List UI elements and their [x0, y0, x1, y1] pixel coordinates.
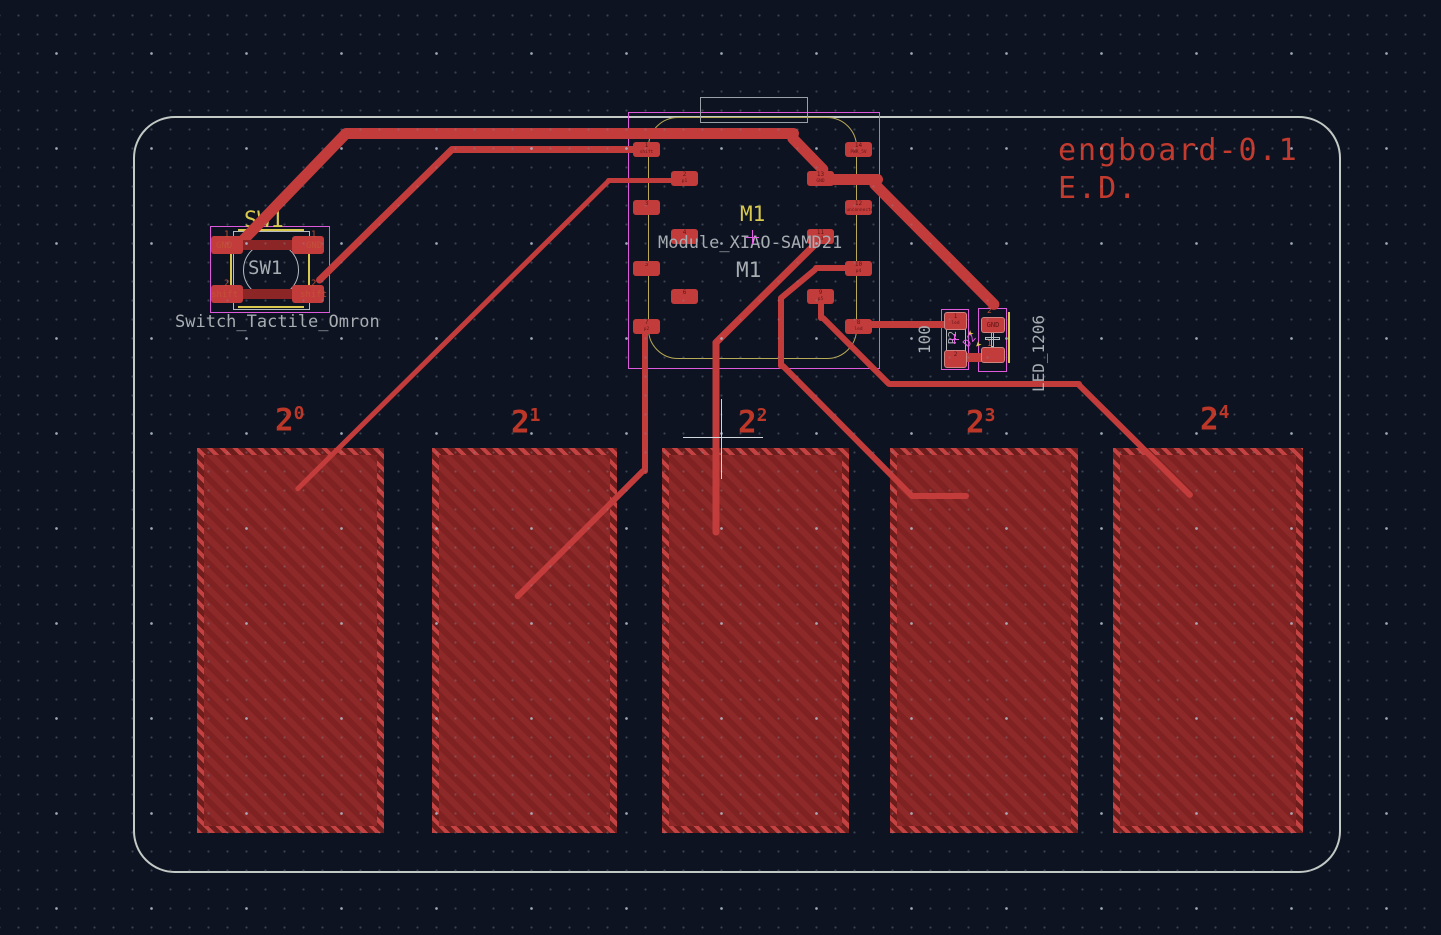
switch-pad-number: 2	[224, 279, 230, 289]
switch-pad-number: 1	[311, 230, 317, 240]
pad-net: led	[854, 326, 863, 332]
trace-p5[interactable]	[887, 381, 1082, 387]
resistor-pad-2[interactable]: 2	[944, 350, 967, 368]
pad-number: 1	[644, 142, 649, 149]
trace-p2[interactable]	[642, 330, 648, 474]
resistor-origin-marker	[954, 334, 955, 344]
pad-net: p5	[817, 296, 824, 302]
switch-silk-line	[230, 250, 232, 288]
binary-pad-2-2[interactable]	[662, 448, 849, 833]
binary-pad-exponent: 0	[293, 403, 305, 424]
module-value-label[interactable]: Module_XIAO-SAMD21	[658, 233, 843, 253]
pad-net: unconnected	[846, 207, 872, 213]
pad-number: 2	[682, 171, 687, 178]
pad-number: 13	[816, 171, 825, 178]
pad-number: 2	[953, 351, 958, 358]
binary-pad-exponent: 2	[756, 405, 768, 426]
binary-pad-exponent: 1	[529, 405, 541, 426]
trace-p4[interactable]	[813, 265, 848, 271]
trace-GND[interactable]	[341, 127, 799, 139]
module-silk-ref[interactable]: M1	[740, 202, 766, 226]
binary-pad-exponent: 3	[984, 405, 996, 426]
pad-number: 5	[644, 261, 649, 268]
binary-pad-label-2-4[interactable]: 24	[1200, 398, 1230, 438]
pad-number: 3	[644, 200, 649, 207]
binary-pad-2-1[interactable]	[432, 448, 617, 833]
module-origin-marker	[752, 230, 753, 244]
resistor-ref-label[interactable]: R2	[946, 330, 960, 345]
led-value-label[interactable]: LED_1206	[1029, 314, 1049, 393]
module-fab-ref[interactable]: M1	[736, 258, 762, 282]
switch-pad-bar	[240, 240, 294, 250]
trace-p4[interactable]	[909, 493, 969, 499]
cursor-crosshair	[683, 437, 763, 438]
binary-pad-exponent: 4	[1218, 402, 1230, 423]
module-usb-connector	[700, 97, 808, 123]
board-title[interactable]: engboard-0.1	[1058, 133, 1299, 168]
pad-net: p1	[681, 178, 688, 184]
pad-net: shift	[639, 149, 654, 155]
module-pad-12[interactable]: 12unconnected	[845, 200, 872, 215]
binary-pad-label-2-1[interactable]: 21	[511, 401, 541, 441]
binary-pad-base: 2	[275, 402, 294, 439]
switch-pad-number: 2	[311, 279, 317, 289]
trace-led[interactable]	[866, 320, 954, 328]
pad-net: p2	[643, 326, 650, 332]
switch-fab-ref[interactable]: SW1	[248, 257, 283, 279]
pad-net: PWR_5V	[850, 149, 867, 155]
binary-pad-label-2-3[interactable]: 23	[966, 401, 996, 441]
binary-pad-label-2-0[interactable]: 20	[275, 399, 305, 439]
trace-shift[interactable]	[450, 145, 654, 153]
binary-pad-2-4[interactable]	[1113, 448, 1303, 833]
led-pad-1[interactable]	[981, 347, 1005, 363]
pad-number: 9	[818, 289, 823, 296]
switch-pad-net: GND	[306, 241, 323, 251]
switch-footprint-label[interactable]: Switch_Tactile_Omron	[175, 312, 380, 332]
binary-pad-base: 2	[966, 404, 985, 441]
module-pad-3[interactable]: 3	[633, 200, 660, 215]
switch-silk-line	[238, 306, 304, 308]
pad-net: p4	[855, 268, 862, 274]
binary-pad-base: 2	[511, 404, 530, 441]
switch-pad-net: GND	[216, 241, 233, 251]
binary-pad-label-2-2[interactable]: 22	[738, 401, 768, 441]
pad-net: GND	[816, 178, 825, 184]
led-pad-number: 1	[987, 339, 992, 348]
switch-pad-bar	[240, 289, 294, 299]
switch-pad-number: 1	[224, 230, 230, 240]
pad-number: 12	[854, 200, 863, 207]
resistor-value-label[interactable]: 100	[914, 325, 934, 354]
pad-net: led	[951, 320, 960, 326]
pad-number: 14	[854, 142, 863, 149]
trace-p4[interactable]	[778, 296, 784, 369]
module-pad-6[interactable]: 6	[671, 289, 698, 304]
module-pad-5[interactable]: 5	[633, 261, 660, 276]
led-silk-line	[1008, 312, 1010, 363]
pad-number: 8	[856, 319, 861, 326]
binary-pad-base: 2	[1200, 401, 1219, 438]
binary-pad-2-3[interactable]	[890, 448, 1078, 833]
switch-pad-net: shift	[211, 290, 239, 300]
binary-pad-2-0[interactable]	[197, 448, 384, 833]
pad-number: 7	[644, 319, 649, 326]
switch-pad-net: shift	[300, 290, 328, 300]
pad-number: 6	[682, 289, 687, 296]
pad-number: 1	[953, 313, 958, 320]
pad-number: 10	[854, 261, 863, 268]
led-pad-number: 2	[987, 306, 992, 315]
cursor-crosshair	[721, 399, 722, 479]
board-revision[interactable]: E.D.	[1058, 171, 1139, 206]
led-pad-2[interactable]: GND	[981, 317, 1005, 333]
switch-silk-line	[308, 250, 310, 288]
binary-pad-base: 2	[738, 404, 757, 441]
